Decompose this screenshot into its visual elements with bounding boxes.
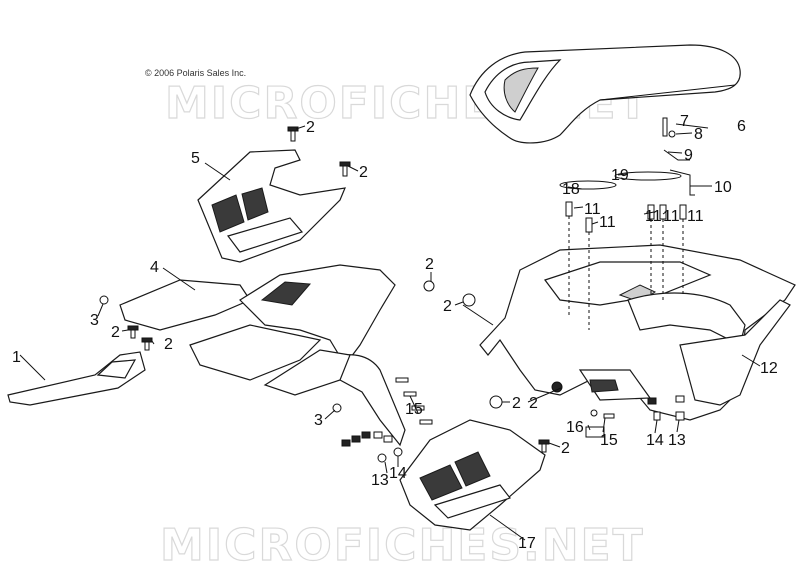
rear-fender-part [479,244,796,421]
washer-icon [675,395,685,403]
callout-3[interactable]: 3 [90,312,99,329]
clip-icon [342,165,348,177]
front-floor-panel-part [119,279,322,381]
callout-11[interactable]: 11 [663,208,680,225]
clip-icon [339,161,351,167]
washer-icon [653,411,661,421]
rear-upper-panel-part [197,149,346,263]
footrest-part [7,351,146,406]
callout-2[interactable]: 2 [561,440,570,457]
pushpin-icon [462,293,476,307]
clip-icon [290,130,296,142]
callout-14[interactable]: 14 [646,432,664,449]
callout-15[interactable]: 15 [405,401,423,418]
callout-labels: 2 5 2 6 7 8 9 10 18 19 11 11 11 11 11 4 … [12,113,778,552]
clip-icon [541,443,547,453]
pushpin-icon [551,381,563,393]
callout-2[interactable]: 2 [306,119,315,136]
callout-18[interactable]: 18 [562,181,580,198]
callout-2[interactable]: 2 [425,256,434,273]
bolt-icon [411,405,425,411]
grommet-icon [559,180,617,190]
clip-icon [144,341,150,351]
callout-14[interactable]: 14 [389,465,407,482]
callout-17[interactable]: 17 [518,535,536,552]
callout-19[interactable]: 19 [611,167,629,184]
callout-2[interactable]: 2 [164,336,173,353]
grommet-icon [614,171,682,181]
bolt-icon [403,391,417,397]
callout-13[interactable]: 13 [371,472,389,489]
bolt-icon [679,204,687,220]
callout-8[interactable]: 8 [694,126,703,143]
callout-2[interactable]: 2 [443,298,452,315]
pushpin-icon [423,280,435,292]
callout-1[interactable]: 1 [12,349,21,366]
washer-icon [383,435,393,443]
nut-icon [351,435,361,443]
nut-icon [361,431,371,439]
callout-12[interactable]: 12 [760,360,778,377]
rear-lower-panel-part [399,419,546,531]
bolt-icon [603,413,615,419]
callout-10[interactable]: 10 [714,179,732,196]
callout-3[interactable]: 3 [314,412,323,429]
callout-11[interactable]: 11 [599,214,616,231]
callout-11[interactable]: 11 [645,208,662,225]
center-body-part [239,264,406,447]
watermark-bottom: MICROFICHES.NET [160,520,645,571]
callout-9[interactable]: 9 [684,147,693,164]
callout-11[interactable]: 11 [687,208,704,225]
washer-icon [590,409,598,417]
callout-13[interactable]: 13 [668,432,686,449]
clip-icon [127,325,139,331]
callout-5[interactable]: 5 [191,150,200,167]
clip-icon [538,439,550,445]
seat-part [469,44,741,144]
hardware-fasteners [99,117,695,463]
screw-icon [99,295,109,305]
callout-16[interactable]: 16 [566,419,584,436]
callout-15[interactable]: 15 [600,432,618,449]
callout-2[interactable]: 2 [111,324,120,341]
washer-icon [668,130,676,138]
washer-icon [393,447,403,457]
bolt-icon [662,117,668,137]
nut-icon [675,411,685,421]
washer-icon [373,431,383,439]
washer-icon [377,453,387,463]
callout-4[interactable]: 4 [150,259,159,276]
rubber-block-icon [585,426,605,438]
callout-11[interactable]: 11 [584,201,601,218]
bolt-icon [395,377,409,383]
callout-7[interactable]: 7 [680,113,689,130]
clip-icon [130,329,136,339]
callout-6[interactable]: 6 [737,118,746,135]
copyright-notice: © 2006 Polaris Sales Inc. [145,68,246,78]
clip-icon [141,337,153,343]
pushpin-icon [489,395,503,409]
leader-lines [19,123,761,541]
nut-icon [341,439,351,447]
bolt-icon [419,419,433,425]
callout-2[interactable]: 2 [529,395,538,412]
nut-icon [647,397,657,405]
callout-2[interactable]: 2 [512,395,521,412]
bolt-icon [565,201,573,217]
callout-2[interactable]: 2 [359,164,368,181]
bolt-icon [585,217,593,233]
